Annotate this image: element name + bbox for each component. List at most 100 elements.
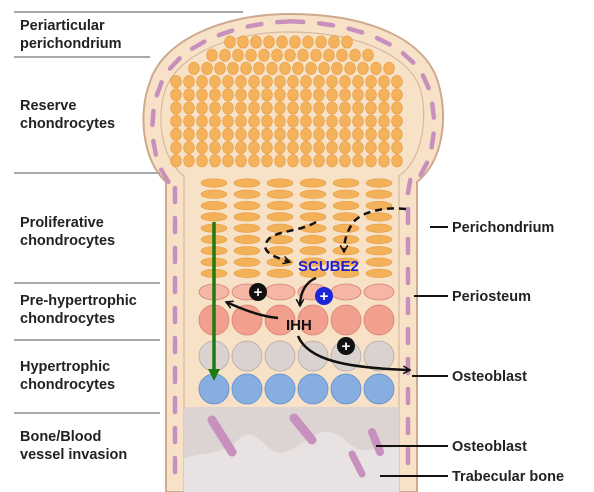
reserve-cell — [384, 62, 395, 74]
proliferative-cell — [333, 201, 359, 209]
reserve-cell — [288, 102, 299, 114]
reserve-cell — [366, 128, 377, 140]
reserve-cell — [236, 115, 247, 127]
reserve-cell — [210, 89, 221, 101]
reserve-cell — [366, 89, 377, 101]
prehypertrophic-cell — [364, 284, 394, 300]
proliferative-cell — [201, 179, 227, 187]
hypertrophic-cell-gray — [232, 341, 262, 371]
reserve-cell — [324, 49, 335, 61]
reserve-cell — [210, 115, 221, 127]
label-perichondrium: Perichondrium — [452, 220, 554, 236]
label-osteoblast-1: Osteoblast — [452, 369, 527, 385]
reserve-cell — [171, 141, 182, 153]
reserve-cell — [262, 75, 273, 87]
reserve-cell — [171, 89, 182, 101]
reserve-cell — [301, 128, 312, 140]
proliferative-cell — [201, 201, 227, 209]
proliferative-cell — [267, 190, 293, 198]
proliferative-cell — [333, 190, 359, 198]
proliferative-cell — [300, 213, 326, 221]
hypertrophic-cell-blue — [265, 374, 295, 404]
perichondrium-dash — [153, 141, 156, 155]
proliferative-cell — [366, 213, 392, 221]
reserve-cell — [251, 36, 262, 48]
reserve-cell — [288, 89, 299, 101]
label-hypertrophic: Hypertrophic chondrocytes — [20, 359, 115, 393]
reserve-cell — [371, 62, 382, 74]
reserve-cell — [353, 128, 364, 140]
reserve-cell — [290, 36, 301, 48]
hypertrophic-cell-gray — [265, 341, 295, 371]
reserve-cell — [233, 49, 244, 61]
perichondrium-dash — [408, 180, 410, 193]
reserve-cell — [241, 62, 252, 74]
hypertrophic-cell-gray — [298, 341, 328, 371]
reserve-cell — [262, 89, 273, 101]
reserve-cell — [272, 49, 283, 61]
reserve-cell — [366, 155, 377, 167]
proliferative-cell — [300, 190, 326, 198]
reserve-cell — [171, 128, 182, 140]
reserve-cell — [319, 62, 330, 74]
reserve-cell — [340, 141, 351, 153]
proliferative-cell — [366, 247, 392, 255]
proliferative-cell — [267, 179, 293, 187]
reserve-cell — [350, 49, 361, 61]
reserve-cell — [280, 62, 291, 74]
reserve-cell — [236, 89, 247, 101]
reserve-cell — [314, 89, 325, 101]
reserve-cell — [392, 128, 403, 140]
svg-text:+: + — [320, 288, 329, 305]
perichondrium-dash — [248, 24, 262, 27]
reserve-cell — [262, 155, 273, 167]
prehypertrophic-cell — [331, 305, 361, 335]
reserve-cell — [184, 102, 195, 114]
reserve-cell — [262, 102, 273, 114]
reserve-cell — [225, 36, 236, 48]
reserve-cell — [301, 115, 312, 127]
reserve-cell — [342, 36, 353, 48]
reserve-cell — [210, 128, 221, 140]
perichondrium-dash — [289, 21, 303, 22]
reserve-cell — [236, 75, 247, 87]
reserve-cell — [197, 115, 208, 127]
reserve-cell — [301, 75, 312, 87]
label-trabecular-bone: Trabecular bone — [452, 469, 564, 485]
reserve-cell — [236, 141, 247, 153]
proliferative-cell — [234, 235, 260, 243]
reserve-cell — [184, 115, 195, 127]
reserve-cell — [353, 89, 364, 101]
reserve-cell — [264, 36, 275, 48]
proliferative-cell — [366, 269, 392, 277]
hypertrophic-cell-blue — [199, 374, 229, 404]
reserve-cell — [254, 62, 265, 74]
reserve-cell — [197, 128, 208, 140]
reserve-cell — [314, 102, 325, 114]
reserve-cell — [236, 102, 247, 114]
reserve-cell — [340, 115, 351, 127]
reserve-cell — [249, 89, 260, 101]
reserve-cell — [314, 155, 325, 167]
reserve-cell — [392, 75, 403, 87]
reserve-cell — [379, 102, 390, 114]
reserve-cell — [189, 62, 200, 74]
reserve-cell — [392, 102, 403, 114]
reserve-cell — [301, 141, 312, 153]
reserve-cell — [275, 128, 286, 140]
perichondrium-dash — [432, 134, 434, 148]
reserve-cell — [366, 75, 377, 87]
reserve-cell — [277, 36, 288, 48]
label-invasion: Bone/Blood vessel invasion — [20, 429, 127, 463]
reserve-cell — [275, 115, 286, 127]
reserve-cell — [314, 141, 325, 153]
reserve-cell — [184, 141, 195, 153]
reserve-cell — [223, 75, 234, 87]
reserve-cell — [392, 89, 403, 101]
plus-sign-ihh-left: + — [249, 283, 267, 301]
reserve-cell — [363, 49, 374, 61]
reserve-cell — [202, 62, 213, 74]
hypertrophic-cell-blue — [364, 374, 394, 404]
reserve-cell — [184, 89, 195, 101]
reserve-cell — [340, 128, 351, 140]
